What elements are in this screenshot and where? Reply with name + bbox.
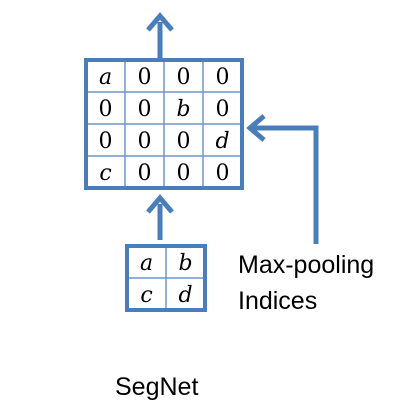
- grid-cell: a: [99, 65, 112, 90]
- grid-cell: 0: [177, 65, 191, 90]
- grid-cell: 0: [138, 161, 152, 186]
- grid-cell: a: [140, 251, 153, 276]
- grid-border: [84, 58, 244, 190]
- grid-cell: 0: [99, 129, 113, 154]
- grid-cell: 0: [138, 65, 152, 90]
- grid-border: [125, 244, 207, 312]
- grid-cell: d: [178, 283, 192, 308]
- output-arrow-icon: [146, 12, 174, 58]
- grid-cell: 0: [216, 65, 230, 90]
- grid-cell: 0: [99, 97, 113, 122]
- grid-cell: c: [99, 161, 111, 186]
- grid-cell: b: [178, 251, 192, 276]
- grid-cell: 0: [216, 161, 230, 186]
- indices-label-line1: Max-pooling: [238, 251, 374, 279]
- grid-cell: 0: [216, 97, 230, 122]
- grid-cell: 0: [138, 129, 152, 154]
- input-arrow-icon: [146, 194, 174, 240]
- indices-arrow-icon: [246, 114, 319, 244]
- grid-cell: d: [215, 129, 229, 154]
- grid-cell: b: [176, 97, 190, 122]
- grid-cell: 0: [177, 161, 191, 186]
- indices-label-line2: Indices: [238, 287, 317, 315]
- grid-cell: 0: [177, 129, 191, 154]
- caption: SegNet: [115, 373, 198, 401]
- grid-cell: c: [140, 283, 152, 308]
- grid-cell: 0: [138, 97, 152, 122]
